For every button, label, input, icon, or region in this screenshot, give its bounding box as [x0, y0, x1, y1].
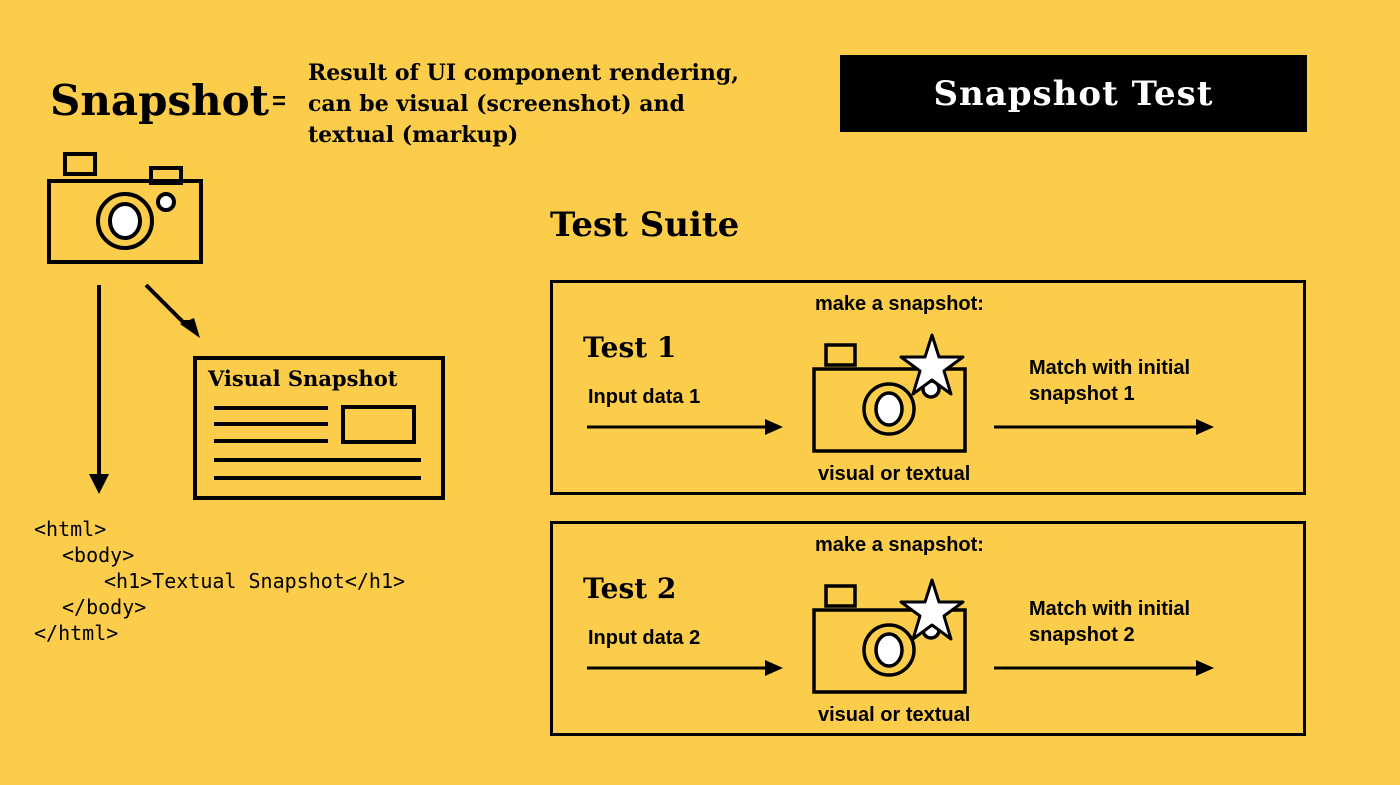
- snapshot-definition: Result of UI component rendering, can be…: [308, 58, 739, 151]
- match-line: Match with initial: [1029, 598, 1191, 620]
- textual-snapshot-code: <html> <body> <h1>Textual Snapshot</h1> …: [34, 516, 405, 646]
- title-banner: Snapshot Test: [840, 55, 1307, 132]
- visual-snapshot-label: Visual Snapshot: [208, 366, 398, 391]
- input-data-label: Input data 1: [588, 386, 701, 408]
- code-line: <h1>Textual Snapshot</h1>: [104, 569, 406, 593]
- test-card-2: Test 2 make a snapshot: Input data 2 Mat…: [550, 521, 1306, 736]
- visual-snapshot-card: [193, 356, 445, 500]
- test-name: Test 2: [583, 572, 677, 605]
- output-type-label: visual or textual: [818, 463, 971, 485]
- definition-line: textual (markup): [308, 122, 519, 148]
- camera-icon: [812, 584, 967, 694]
- code-line: <body>: [62, 543, 135, 567]
- definition-line: Result of UI component rendering,: [308, 60, 739, 86]
- star-icon: [899, 578, 965, 641]
- test-name: Test 1: [583, 331, 677, 364]
- arrow-right-icon: [587, 660, 783, 676]
- output-type-label: visual or textual: [818, 704, 971, 726]
- make-snapshot-label: make a snapshot:: [815, 534, 984, 556]
- input-data-label: Input data 2: [588, 627, 701, 649]
- camera-icon: [47, 152, 203, 264]
- code-line: </body>: [62, 595, 147, 619]
- star-icon: [899, 333, 965, 396]
- match-line: snapshot 1: [1029, 383, 1135, 405]
- left-diagram: [47, 152, 445, 500]
- test-suite-title: Test Suite: [550, 205, 740, 245]
- test-1-graphics: [587, 333, 1214, 453]
- code-line: </html>: [34, 621, 119, 645]
- page-title: Snapshot Test: [933, 73, 1214, 114]
- snapshot-term: Snapshot: [50, 76, 270, 125]
- match-line: snapshot 2: [1029, 624, 1135, 646]
- arrow-right-icon: [994, 660, 1214, 676]
- test-2-graphics: [587, 578, 1214, 694]
- equals-sign: =: [272, 88, 287, 115]
- test-card-1: Test 1 make a snapshot: Input data 1 Mat…: [550, 280, 1306, 495]
- camera-icon: [812, 343, 967, 453]
- arrow-diagonal-icon: [144, 283, 200, 338]
- arrow-right-icon: [994, 419, 1214, 435]
- arrow-down-icon: [89, 285, 109, 494]
- match-label: Match with initial snapshot 1: [1029, 355, 1190, 407]
- definition-line: can be visual (screenshot) and: [308, 91, 685, 117]
- code-line: <html>: [34, 517, 107, 541]
- arrow-right-icon: [587, 419, 783, 435]
- match-label: Match with initial snapshot 2: [1029, 596, 1190, 648]
- match-line: Match with initial: [1029, 357, 1191, 379]
- make-snapshot-label: make a snapshot:: [815, 293, 984, 315]
